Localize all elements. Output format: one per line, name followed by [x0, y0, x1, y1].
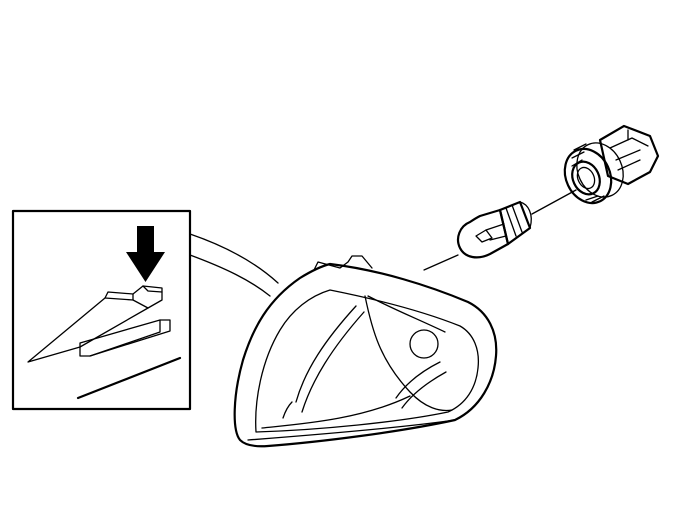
bulb: [456, 200, 532, 259]
inset-base-line: [76, 356, 182, 400]
clip-slot: [79, 319, 171, 357]
inset-frame: [11, 209, 192, 411]
callout-lines: [189, 233, 279, 297]
clip-detail-inset: [11, 209, 192, 411]
bulb-socket: [563, 124, 660, 205]
clip-tab: [27, 285, 163, 363]
socket-leader-line: [531, 189, 577, 215]
down-arrow-icon: [126, 226, 165, 282]
bulb-leader-line: [423, 254, 459, 271]
corner-lamp-housing: [233, 255, 498, 448]
